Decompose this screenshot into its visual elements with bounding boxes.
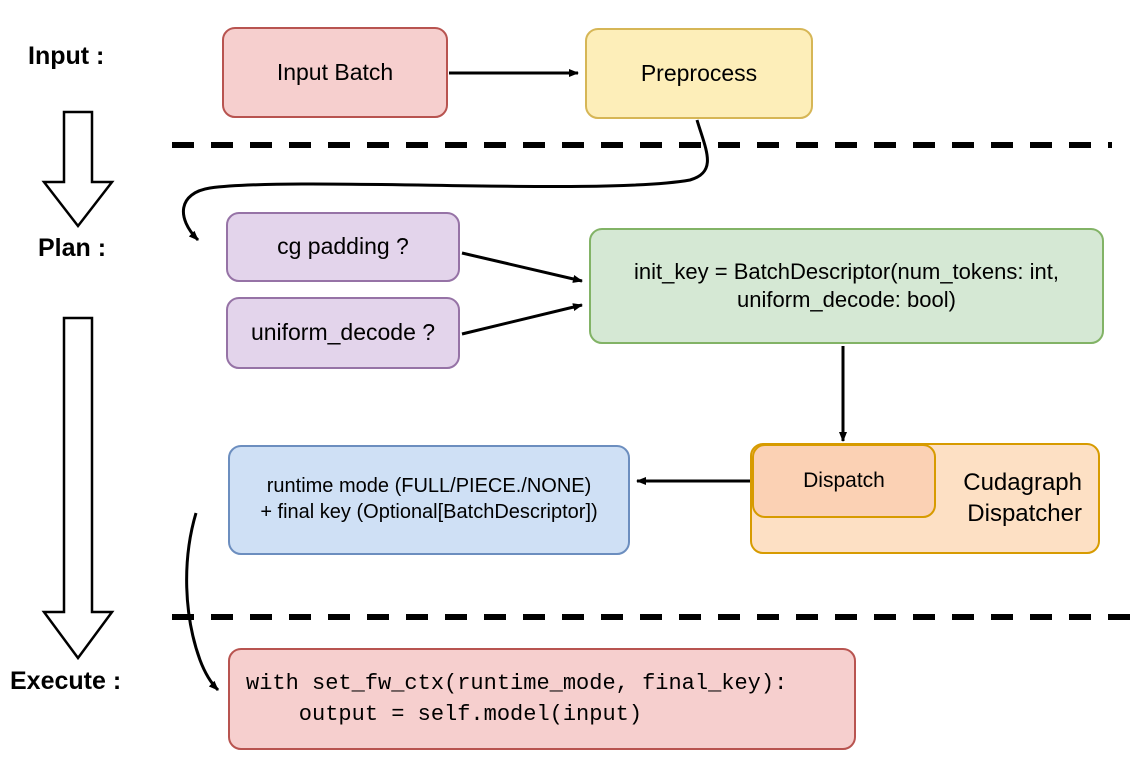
node-init-key-line1: init_key = BatchDescriptor(num_tokens: i…	[634, 258, 1059, 284]
node-preprocess-label: Preprocess	[640, 59, 758, 86]
edge-uniform-decode-to-init-key	[461, 303, 583, 336]
node-init-key-line2: uniform_decode: bool)	[737, 287, 956, 312]
stage-arrow-input-to-plan	[41, 110, 115, 229]
node-execute-code-line1: with set_fw_ctx(runtime_mode, final_key)…	[246, 670, 788, 696]
stage-label-execute: Execute :	[10, 667, 122, 695]
node-execute-code-line2: output = self.model(input)	[246, 702, 643, 727]
node-cg-padding-label: cg padding ?	[277, 233, 409, 260]
node-preprocess[interactable]: Preprocess	[585, 28, 813, 119]
node-runtime-mode-line1: runtime mode (FULL/PIECE./NONE)	[266, 475, 592, 498]
stage-arrow-plan-to-execute	[41, 316, 115, 661]
node-input-batch-label: Input Batch	[276, 58, 394, 85]
node-runtime-mode[interactable]: runtime mode (FULL/PIECE./NONE) + final …	[228, 445, 630, 555]
node-cudagraph-dispatcher-line1: Cudagraph	[963, 468, 1082, 496]
stage-label-plan: Plan :	[38, 234, 107, 262]
node-cg-padding[interactable]: cg padding ?	[226, 212, 460, 282]
node-init-key[interactable]: init_key = BatchDescriptor(num_tokens: i…	[589, 228, 1104, 344]
node-input-batch[interactable]: Input Batch	[222, 27, 448, 118]
node-dispatch[interactable]: Dispatch	[752, 444, 936, 518]
node-dispatch-label: Dispatch	[803, 468, 885, 492]
node-cudagraph-dispatcher-line2: Dispatcher	[967, 499, 1082, 527]
edge-cg-padding-to-init-key	[461, 251, 583, 283]
node-runtime-mode-line2: + final key (Optional[BatchDescriptor])	[260, 501, 598, 523]
edge-preprocess-to-cg-padding	[182, 119, 709, 242]
edge-runtime-mode-to-execute-code	[185, 512, 220, 692]
stage-label-input: Input :	[28, 42, 105, 70]
node-uniform-decode[interactable]: uniform_decode ?	[226, 297, 460, 369]
node-uniform-decode-label: uniform_decode ?	[250, 319, 436, 346]
node-execute-code[interactable]: with set_fw_ctx(runtime_mode, final_key)…	[228, 648, 856, 750]
